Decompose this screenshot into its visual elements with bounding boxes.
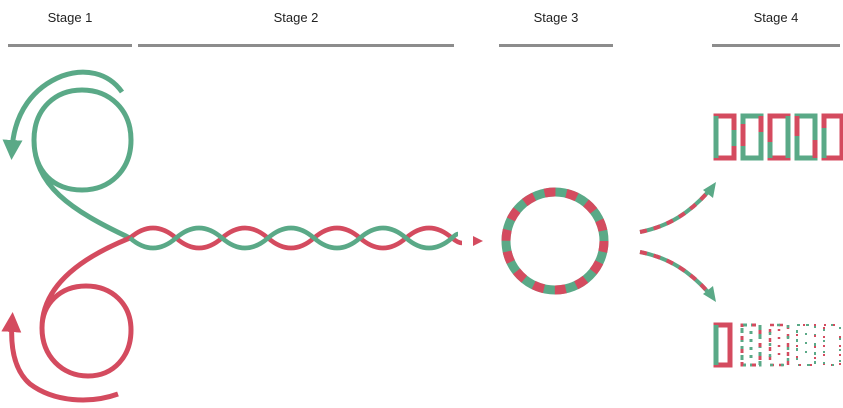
mixed-ring	[501, 187, 609, 295]
stage-4-rule	[712, 44, 840, 47]
product-row-top	[713, 113, 843, 161]
stage-2-rule	[138, 44, 454, 47]
stage-1-rule	[8, 44, 132, 47]
product-row-bottom	[713, 322, 841, 368]
green-strand-loop	[2, 69, 134, 241]
stage-3-rule	[499, 44, 613, 47]
product-unit	[821, 113, 843, 161]
arrow-to-stage-4-top	[639, 182, 716, 234]
stage-1-label: Stage 1	[47, 10, 93, 25]
product-unit	[740, 323, 762, 367]
product-unit	[768, 323, 790, 367]
product-unit	[794, 113, 818, 161]
arrow-to-stage-3	[473, 236, 483, 246]
product-unit	[713, 113, 737, 161]
stage-3-label: Stage 3	[533, 10, 579, 25]
arrow-to-stage-4-bottom	[639, 250, 716, 302]
red-strand-loop	[1, 235, 134, 403]
stage-4-label: Stage 4	[753, 10, 799, 25]
product-unit	[713, 322, 733, 368]
double-helix	[128, 225, 463, 251]
product-unit	[796, 324, 816, 366]
product-unit	[823, 324, 841, 366]
product-unit	[767, 113, 791, 161]
product-unit	[740, 113, 764, 161]
stage-2-label: Stage 2	[273, 10, 319, 25]
